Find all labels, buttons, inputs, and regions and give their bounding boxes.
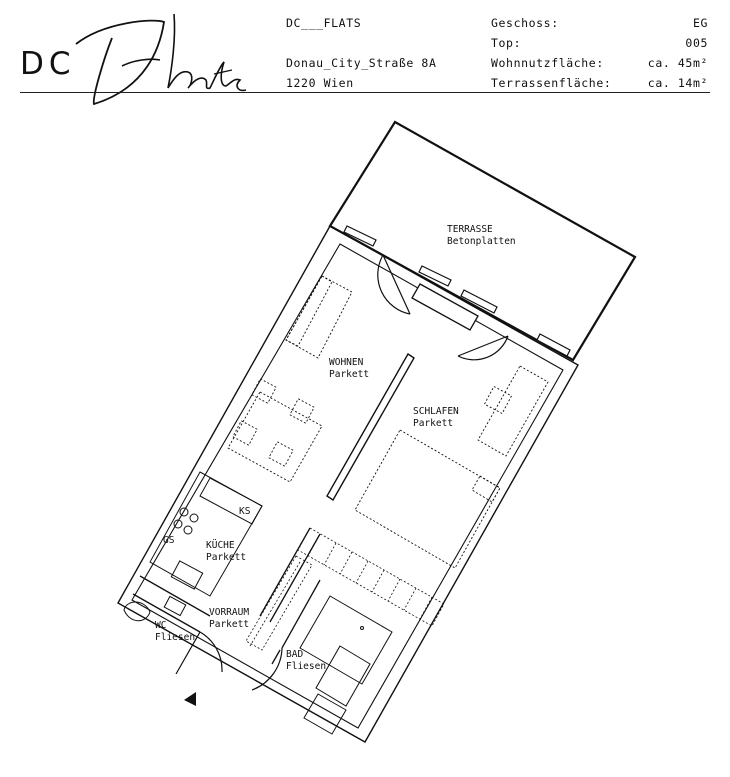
interior-walls bbox=[132, 527, 321, 665]
terrace-doors bbox=[377, 254, 509, 361]
terrace-outline bbox=[328, 120, 637, 362]
wardrobe bbox=[297, 527, 445, 627]
stove-burner bbox=[189, 513, 199, 523]
terrace-area-value: ca. 14m² bbox=[647, 76, 708, 90]
dining-table bbox=[227, 378, 323, 483]
living-area-value: ca. 45m² bbox=[647, 56, 708, 70]
stove-burner bbox=[183, 525, 193, 535]
apartment-inner-wall bbox=[131, 243, 564, 729]
label-kueche-material: Parkett bbox=[206, 552, 246, 563]
label-schlafen: SCHLAFEN bbox=[413, 406, 459, 417]
label-wohnen: WOHNEN bbox=[329, 357, 364, 368]
top-value: 005 bbox=[685, 36, 708, 50]
kitchen-counter bbox=[149, 471, 263, 597]
wc-toilet bbox=[123, 595, 187, 622]
stove-burner bbox=[179, 507, 189, 517]
label-terrasse: TERRASSE bbox=[447, 224, 493, 235]
label-wohnen-material: Parkett bbox=[329, 369, 369, 380]
floor-label: Geschoss: bbox=[491, 16, 559, 30]
address-city: 1220 Wien bbox=[286, 76, 354, 90]
label-terrasse-material: Betonplatten bbox=[447, 236, 516, 247]
floor-value: EG bbox=[692, 16, 708, 30]
label-wc: WC bbox=[155, 620, 166, 631]
label-ks: KS bbox=[239, 506, 251, 517]
logo-signature bbox=[75, 13, 247, 106]
apartment-outer-wall bbox=[117, 225, 579, 743]
label-schlafen-material: Parkett bbox=[413, 418, 453, 429]
stove-burner bbox=[173, 519, 183, 529]
label-vorraum-material: Parkett bbox=[209, 619, 249, 630]
label-wc-material: Fliesen bbox=[155, 632, 195, 643]
terrace-area-label: Terrassenfläche: bbox=[491, 76, 612, 90]
living-area-label: Wohnnutzfläche: bbox=[491, 56, 604, 70]
vorraum-closet bbox=[245, 555, 313, 651]
logo-dc: DC bbox=[20, 46, 76, 82]
label-bad: BAD bbox=[286, 649, 303, 660]
wall-pillar bbox=[411, 283, 479, 331]
top-label: Top: bbox=[491, 36, 522, 50]
sofa bbox=[285, 275, 353, 359]
address-street: Donau_City_Straße 8A bbox=[286, 56, 437, 70]
entry-arrow-icon bbox=[184, 692, 196, 706]
bed bbox=[354, 429, 501, 569]
entrance-door bbox=[175, 631, 283, 691]
header-rule bbox=[20, 92, 710, 93]
label-vorraum: VORRAUM bbox=[209, 607, 249, 618]
label-gs: GS bbox=[163, 535, 175, 546]
nightstand bbox=[477, 365, 549, 457]
label-bad-material: Fliesen bbox=[286, 661, 326, 672]
label-kueche: KÜCHE bbox=[206, 540, 235, 551]
partition-wall bbox=[326, 353, 415, 501]
bad-fixtures bbox=[299, 595, 393, 735]
brand-name: DC___FLATS bbox=[286, 16, 362, 30]
windows bbox=[343, 225, 571, 357]
